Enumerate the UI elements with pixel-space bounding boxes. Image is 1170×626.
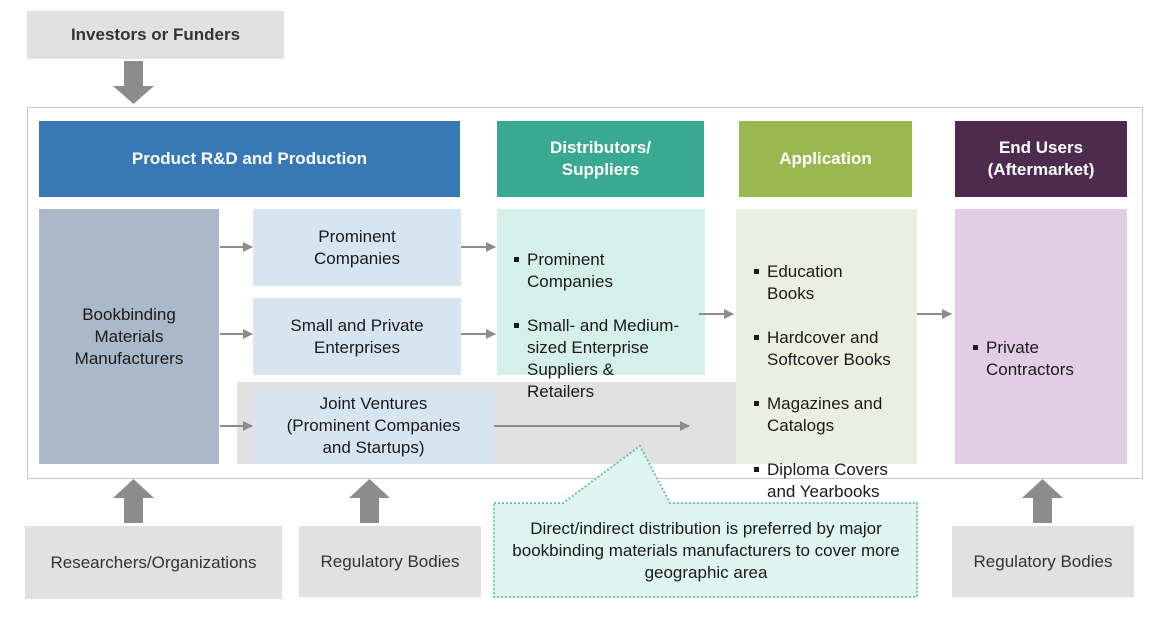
producer-label: Joint Ventures (Prominent Companies and … — [286, 394, 461, 457]
distributors-box: Prominent Companies Small- and Medium- s… — [497, 209, 705, 401]
distributor-item: Small- and Medium- sized Enterprise Supp… — [513, 315, 705, 403]
producer-small-private: Small and Private Enterprises — [253, 298, 461, 375]
application-item: Hardcover and Softcover Books — [753, 327, 917, 371]
header-end-users-label: End Users (Aftermarket) — [987, 138, 1095, 179]
header-application: Application — [739, 121, 912, 197]
distributor-item: Prominent Companies — [513, 249, 705, 293]
header-distributors: Distributors/ Suppliers — [497, 121, 704, 197]
up-arrow-icon — [113, 479, 154, 523]
application-item: Diploma Covers and Yearbooks — [753, 459, 917, 503]
end-users-box: Private Contractors — [955, 209, 1127, 464]
regulatory-bodies-right-box: Regulatory Bodies — [952, 526, 1134, 597]
end-users-list: Private Contractors — [972, 315, 1127, 403]
researchers-box: Researchers/Organizations — [25, 526, 282, 599]
regulatory-bodies-left-box: Regulatory Bodies — [299, 526, 481, 597]
up-arrow-icon — [349, 479, 390, 523]
header-distributors-label: Distributors/ Suppliers — [549, 138, 652, 179]
producer-label: Small and Private Enterprises — [290, 315, 424, 357]
end-user-item: Private Contractors — [972, 337, 1127, 381]
producer-label: Prominent Companies — [314, 226, 400, 268]
investors-box: Investors or Funders — [27, 11, 284, 59]
investors-label: Investors or Funders — [70, 25, 241, 44]
application-box: Education Books Hardcover and Softcover … — [736, 209, 917, 589]
header-production: Product R&D and Production — [39, 121, 460, 197]
regulatory-left-label: Regulatory Bodies — [320, 551, 460, 571]
callout-box: Direct/indirect distribution is preferre… — [500, 510, 912, 592]
up-arrow-icon — [1022, 479, 1063, 523]
researchers-label: Researchers/Organizations — [50, 552, 257, 572]
callout-text: Direct/indirect distribution is preferre… — [512, 519, 900, 582]
manufacturers-box: Bookbinding Materials Manufacturers — [39, 209, 219, 464]
header-application-label: Application — [779, 149, 872, 168]
application-item: Education Books — [753, 261, 917, 305]
regulatory-right-label: Regulatory Bodies — [973, 551, 1113, 571]
header-end-users: End Users (Aftermarket) — [955, 121, 1127, 197]
header-production-label: Product R&D and Production — [131, 149, 368, 168]
manufacturers-label: Bookbinding Materials Manufacturers — [74, 304, 184, 368]
application-item: Magazines and Catalogs — [753, 393, 917, 437]
producer-prominent-companies: Prominent Companies — [253, 209, 461, 286]
producer-joint-ventures: Joint Ventures (Prominent Companies and … — [253, 388, 494, 464]
distributors-list: Prominent Companies Small- and Medium- s… — [513, 227, 705, 425]
down-arrow-icon — [113, 61, 154, 104]
